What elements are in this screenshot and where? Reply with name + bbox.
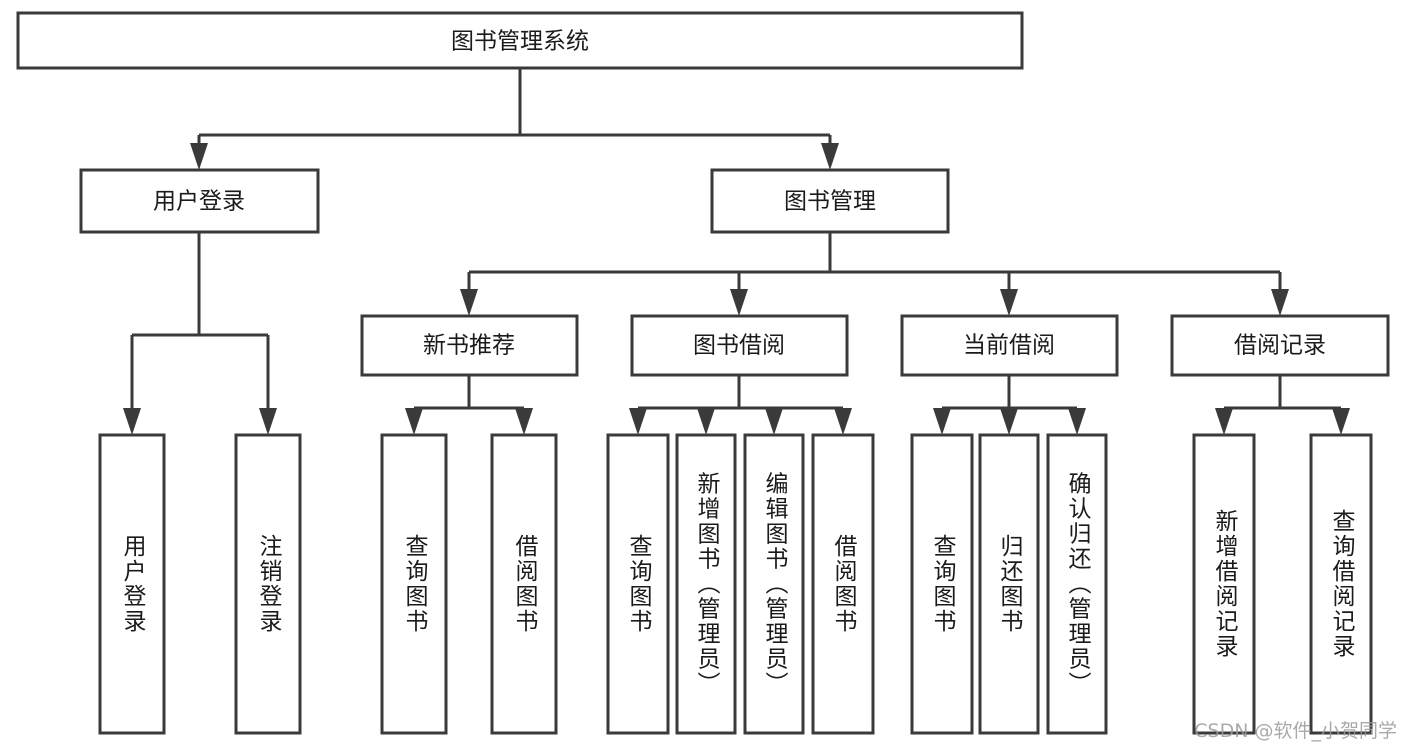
leaf-query-book-1-box[interactable] [380, 433, 448, 735]
leaf-node[interactable]: 编辑图书（管理员） [743, 433, 805, 735]
arrow-head-leaf-user-logout [259, 408, 277, 435]
leaf-query-record-label: 查询借阅记录 [1328, 509, 1356, 659]
leaf-node[interactable]: 借阅图书 [811, 433, 875, 735]
node-borrow-record-box[interactable] [1170, 314, 1390, 377]
leaf-query-book-3-label: 查询图书 [929, 534, 957, 634]
arrow-head-leaf-add-record [1215, 408, 1233, 435]
node-root-label: 图书管理系统 [451, 29, 589, 55]
node-book-borrow[interactable]: 图书借阅 [630, 314, 849, 377]
arrow-head-leaf-borrow-book-2 [834, 408, 852, 435]
arrow-head-leaf-borrow-book-1 [515, 408, 533, 435]
node-book-borrow-box[interactable] [630, 314, 849, 377]
arrow-head-user-login [190, 143, 208, 170]
node-book-manage-label: 图书管理 [784, 189, 876, 215]
leaf-add-record-box[interactable] [1192, 433, 1256, 735]
leaf-borrow-book-2-box[interactable] [811, 433, 875, 735]
arrow-head-book-manage [821, 143, 839, 170]
leaf-node[interactable]: 用户登录 [98, 433, 166, 735]
node-root-box[interactable] [16, 11, 1024, 70]
node-book-manage[interactable]: 图书管理 [710, 168, 950, 234]
node-current-borrow-box[interactable] [900, 314, 1119, 377]
connector-group-borrow-record [1215, 375, 1350, 435]
leaf-node[interactable]: 查询图书 [606, 433, 670, 735]
leaf-node[interactable]: 查询图书 [910, 433, 974, 735]
arrow-head-leaf-query-book-2 [629, 408, 647, 435]
node-book-manage-box[interactable] [710, 168, 950, 234]
node-root[interactable]: 图书管理系统 [16, 11, 1024, 70]
leaf-query-record-box[interactable] [1309, 433, 1373, 735]
leaf-query-book-3-box[interactable] [910, 433, 974, 735]
node-user-login-box[interactable] [79, 168, 320, 234]
arrow-head-book-borrow [730, 289, 748, 316]
leaf-confirm-return-label: 确认归还（管理员） [1064, 472, 1092, 697]
leaf-user-logout-label: 注销登录 [255, 534, 283, 634]
node-borrow-record-label: 借阅记录 [1234, 333, 1326, 359]
leaf-node[interactable]: 新增借阅记录 [1192, 433, 1256, 735]
arrow-head-leaf-confirm-return [1068, 408, 1086, 435]
leaf-add-book-label: 新增图书（管理员） [693, 472, 721, 697]
leaf-query-book-2-box[interactable] [606, 433, 670, 735]
arrow-head-new-book-recommend [460, 289, 478, 316]
leaf-node[interactable]: 查询借阅记录 [1309, 433, 1373, 735]
leaf-edit-book-label: 编辑图书（管理员） [761, 472, 789, 697]
connector-group-user-login [123, 232, 277, 435]
arrow-head-current-borrow [1000, 289, 1018, 316]
node-borrow-record[interactable]: 借阅记录 [1170, 314, 1390, 377]
leaf-borrow-book-1-box[interactable] [490, 433, 558, 735]
connector-group-root [190, 68, 839, 170]
leaf-user-login-box[interactable] [98, 433, 166, 735]
node-user-login[interactable]: 用户登录 [79, 168, 320, 234]
node-current-borrow[interactable]: 当前借阅 [900, 314, 1119, 377]
leaf-node[interactable]: 归还图书 [978, 433, 1040, 735]
node-new-book-recommend-label: 新书推荐 [423, 333, 515, 359]
arrow-head-leaf-return-book [1000, 408, 1018, 435]
leaf-node[interactable]: 查询图书 [380, 433, 448, 735]
leaf-node[interactable]: 新增图书（管理员） [675, 433, 737, 735]
node-new-book-recommend[interactable]: 新书推荐 [360, 314, 579, 377]
arrow-head-leaf-add-book [697, 408, 715, 435]
leaf-query-book-1-label: 查询图书 [401, 534, 429, 634]
node-new-book-recommend-box[interactable] [360, 314, 579, 377]
leaf-node[interactable]: 借阅图书 [490, 433, 558, 735]
leaf-confirm-return-box[interactable] [1046, 433, 1108, 735]
leaf-user-login-label: 用户登录 [119, 534, 147, 634]
leaf-add-book-box[interactable] [675, 433, 737, 735]
node-user-login-label: 用户登录 [153, 189, 245, 215]
node-current-borrow-label: 当前借阅 [963, 333, 1055, 359]
connector-group-book-manage [460, 232, 1289, 316]
arrow-head-leaf-edit-book [765, 408, 783, 435]
leaf-edit-book-box[interactable] [743, 433, 805, 735]
connector-group-book-borrow [629, 375, 852, 435]
leaf-add-record-label: 新增借阅记录 [1211, 509, 1239, 659]
arrow-head-leaf-query-record [1332, 408, 1350, 435]
leaf-user-logout-box[interactable] [234, 433, 302, 735]
leaf-query-book-2-label: 查询图书 [625, 534, 653, 634]
leaf-node[interactable]: 确认归还（管理员） [1046, 433, 1108, 735]
connector-group-current-borrow [933, 375, 1086, 435]
leaf-return-book-box[interactable] [978, 433, 1040, 735]
arrow-head-leaf-query-book-1 [405, 408, 423, 435]
leaf-borrow-book-1-label: 借阅图书 [511, 534, 539, 634]
arrow-head-leaf-query-book-3 [933, 408, 951, 435]
leaf-return-book-label: 归还图书 [996, 534, 1024, 634]
arrow-head-borrow-record [1271, 289, 1289, 316]
leaf-node[interactable]: 注销登录 [234, 433, 302, 735]
leaf-borrow-book-2-label: 借阅图书 [830, 534, 858, 634]
node-book-borrow-label: 图书借阅 [693, 333, 785, 359]
arrow-head-leaf-user-login [123, 408, 141, 435]
connector-group-new-book-recommend [405, 375, 533, 435]
